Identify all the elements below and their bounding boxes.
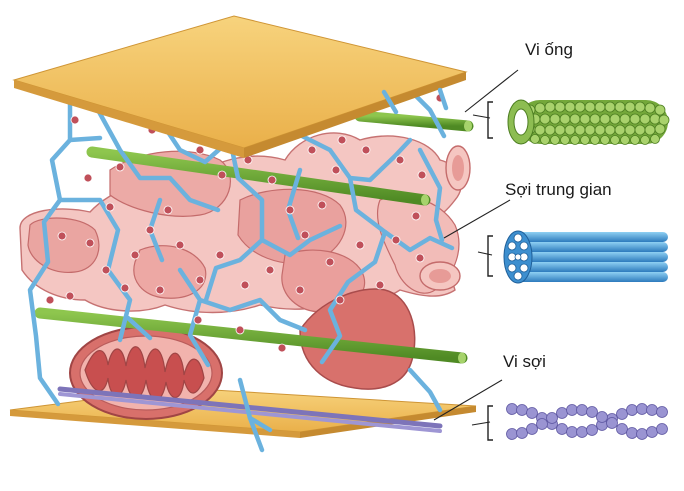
intermediate-filament-detail	[504, 231, 668, 283]
microtubule-detail	[508, 100, 669, 145]
brackets	[488, 102, 493, 440]
label-intermediate-filament: Sợi trung gian	[505, 180, 612, 200]
label-microtubule: Vi ống	[525, 40, 573, 60]
microfilament-detail	[507, 404, 668, 440]
label-microfilament: Vi sợi	[503, 352, 546, 372]
mitochondrion	[70, 327, 222, 419]
